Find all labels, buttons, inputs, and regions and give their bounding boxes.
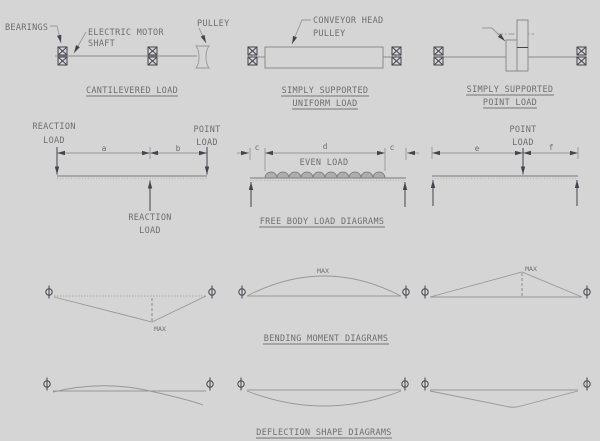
dimension-lines bbox=[57, 147, 207, 159]
dim-c-right-label: c bbox=[390, 143, 395, 152]
point-load-diagram: SIMPLY SUPPORTED POINT LOAD bbox=[433, 19, 587, 109]
phi-support-icon bbox=[206, 377, 214, 391]
uniform-load-diagram: CONVEYOR HEAD PULLEY SIMPLY SUPPORTED UN… bbox=[247, 16, 402, 110]
max-label: MAX bbox=[317, 267, 329, 275]
reaction-load-label-line1: REACTION bbox=[32, 122, 75, 132]
phi-support-icon bbox=[583, 377, 591, 391]
even-load-label: EVEN LOAD bbox=[300, 158, 349, 168]
leader-lines bbox=[50, 25, 207, 54]
conveyor-pulley-label-line2: PULLEY bbox=[313, 29, 346, 39]
deflection-cantilevered bbox=[43, 377, 214, 406]
hub-icon bbox=[505, 39, 519, 72]
cantilevered-load-diagram: BEARINGS ELECTRIC MOTOR SHAFT PULLEY CAN… bbox=[5, 19, 230, 97]
phi-support-icon bbox=[401, 377, 409, 391]
deflection-curve bbox=[52, 385, 204, 406]
dimension-lines bbox=[431, 147, 579, 159]
bearing-icon bbox=[433, 46, 444, 66]
dim-e-label: e bbox=[475, 144, 480, 153]
moment-curve bbox=[246, 275, 402, 297]
deflection-section-title: DEFLECTION SHAPE DIAGRAMS bbox=[256, 428, 391, 438]
phi-support-icon bbox=[421, 377, 429, 391]
point-load-label-line1: POINT bbox=[193, 125, 220, 135]
moment-curve bbox=[429, 271, 583, 298]
phi-support-icon bbox=[238, 285, 246, 299]
reaction-bottom-label-line1: REACTION bbox=[128, 213, 171, 223]
bending-moment-uniform: MAX bbox=[238, 267, 410, 299]
point-load-label-line2: LOAD bbox=[196, 138, 218, 148]
motor-shaft-label-line1: ELECTRIC MOTOR bbox=[88, 28, 164, 38]
phi-support-icon bbox=[421, 285, 429, 299]
conveyor-pulley-label-line1: CONVEYOR HEAD bbox=[313, 16, 383, 26]
leader-line bbox=[482, 27, 506, 42]
point-load-label-line2: LOAD bbox=[512, 138, 534, 148]
point-load-title-line1: SIMPLY SUPPORTED bbox=[467, 85, 554, 95]
motor-shaft-label-line2: SHAFT bbox=[88, 39, 115, 49]
pulley-icon bbox=[195, 45, 210, 69]
bending-moment-cantilevered: MAX bbox=[45, 285, 216, 333]
dimension-lines bbox=[237, 148, 419, 171]
deflection-shape-diagrams: DEFLECTION SHAPE DIAGRAMS bbox=[43, 377, 591, 439]
free-body-diagrams: REACTION LOAD POINT LOAD a b REACTION LO… bbox=[32, 122, 580, 236]
bending-moment-diagrams: MAX MAX MAX BENDING MOMENT DIAGRAMS bbox=[45, 265, 591, 345]
dim-a-label: a bbox=[102, 144, 107, 153]
dim-f-label: f bbox=[549, 143, 554, 152]
dim-c-left-label: c bbox=[255, 143, 260, 152]
moment-curve bbox=[53, 295, 207, 323]
reaction-bottom-label-line2: LOAD bbox=[139, 226, 161, 236]
deflection-curve bbox=[246, 390, 402, 407]
leader-line bbox=[291, 19, 311, 45]
point-load-label-line1: POINT bbox=[509, 125, 536, 135]
max-label: MAX bbox=[525, 265, 537, 273]
free-body-cantilevered: REACTION LOAD POINT LOAD a b REACTION LO… bbox=[32, 122, 220, 236]
pulley-label: PULLEY bbox=[197, 19, 230, 29]
deflection-curve bbox=[429, 390, 579, 408]
uniform-load-title-line2: UNIFORM LOAD bbox=[292, 99, 357, 109]
dim-b-label: b bbox=[176, 144, 181, 153]
phi-support-icon bbox=[402, 285, 410, 299]
dim-d-label: d bbox=[323, 142, 328, 151]
conveyor-pulley-icon bbox=[264, 46, 384, 69]
reaction-load-label-line2: LOAD bbox=[43, 136, 65, 146]
bearings-label: BEARINGS bbox=[5, 23, 48, 33]
cantilevered-load-title: CANTILEVERED LOAD bbox=[86, 86, 178, 96]
bending-moment-section-title: BENDING MOMENT DIAGRAMS bbox=[264, 334, 389, 344]
uniform-load-title-line1: SIMPLY SUPPORTED bbox=[282, 86, 369, 96]
phi-support-icon bbox=[237, 377, 245, 391]
bearing-icon bbox=[576, 46, 587, 66]
free-body-section-title: FREE BODY LOAD DIAGRAMS bbox=[260, 217, 385, 227]
bending-moment-point: MAX bbox=[421, 265, 591, 299]
distributed-load-icon bbox=[264, 171, 386, 179]
point-load-title-line2: POINT LOAD bbox=[483, 98, 537, 108]
phi-support-icon bbox=[45, 285, 53, 299]
max-label: MAX bbox=[154, 325, 166, 333]
free-body-uniform: c d c EVEN LOAD bbox=[237, 142, 419, 207]
deflection-point bbox=[421, 377, 591, 408]
bearing-icon bbox=[391, 46, 402, 66]
bearing-icon bbox=[247, 46, 258, 66]
phi-support-icon bbox=[43, 377, 51, 391]
free-body-point: POINT LOAD e f bbox=[430, 125, 580, 206]
sheave-icon bbox=[516, 19, 529, 72]
deflection-uniform bbox=[237, 377, 409, 407]
phi-support-icon bbox=[208, 285, 216, 299]
phi-support-icon bbox=[583, 285, 591, 299]
